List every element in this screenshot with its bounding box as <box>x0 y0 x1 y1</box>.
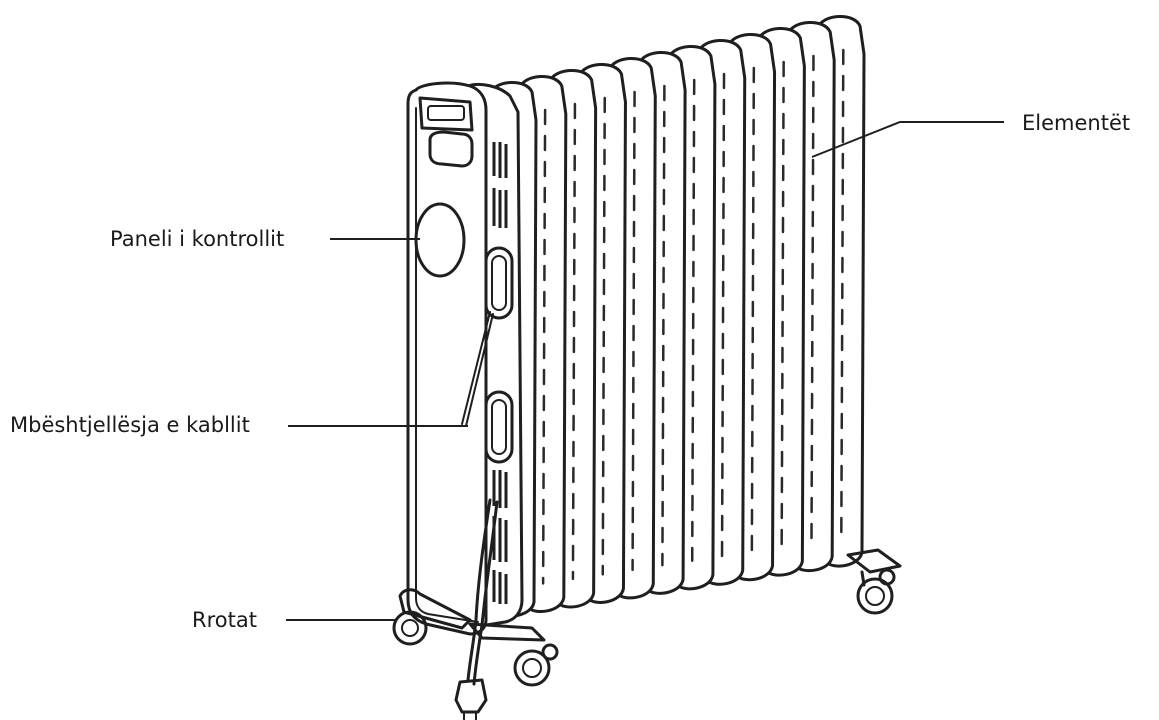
front-wheels <box>392 588 559 687</box>
fin-groove <box>750 66 756 553</box>
fin-groove <box>690 78 696 562</box>
leader-lines <box>286 121 1004 621</box>
leader-elements <box>811 121 1004 158</box>
fin-groove <box>571 102 577 581</box>
fin-groove <box>780 60 785 549</box>
fin-groove <box>720 72 726 558</box>
heater-fins <box>488 15 866 618</box>
plug <box>454 678 488 714</box>
fin-groove <box>840 48 845 540</box>
fin-groove <box>631 90 636 572</box>
fin-groove <box>541 108 547 585</box>
label-elements: Elementët <box>1022 111 1131 135</box>
fin-groove <box>810 54 815 544</box>
fin-groove <box>661 84 666 567</box>
label-control-panel: Paneli i kontrollit <box>110 227 285 251</box>
fin-groove <box>601 96 607 576</box>
right-wheel <box>846 548 902 615</box>
control-body <box>406 81 524 720</box>
power-cable <box>454 498 499 720</box>
label-cable-wrap: Mbështjellësja e kabllit <box>10 413 250 437</box>
label-wheels: Rrotat <box>192 608 257 632</box>
cable-wrap-hooks <box>461 246 514 464</box>
